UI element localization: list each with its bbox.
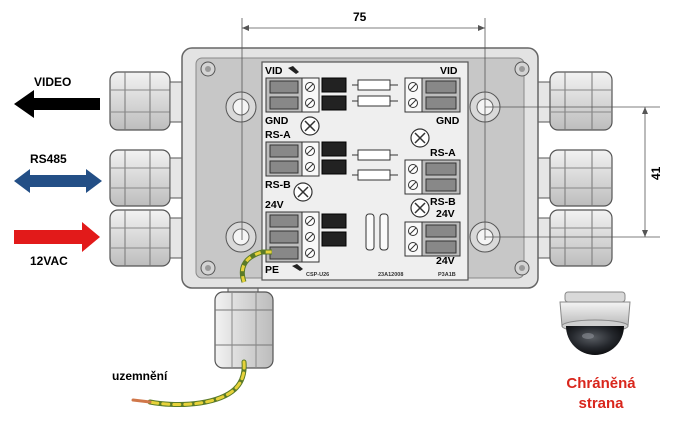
bottom-cable-gland (214, 275, 274, 369)
camera-caption-line2: strana (578, 395, 624, 412)
board-code-middle: 23A12008 (378, 272, 403, 278)
cable-gland-video (109, 71, 193, 131)
pcb-label-rs-a-left: RS-A (265, 129, 291, 141)
pcb-label-vid-right: VID (440, 65, 458, 77)
power-label: 12VAC (30, 254, 68, 268)
rs485-arrow (14, 169, 102, 193)
left-cable-glands (109, 71, 193, 267)
ground-wire (131, 359, 247, 408)
dimension-width (241, 18, 486, 240)
wrench-icon (288, 66, 303, 271)
dome-camera-icon (559, 291, 631, 355)
pcb-label-24v-right-top: 24V (436, 208, 455, 220)
left-terminal-blocks (265, 77, 320, 263)
dimension-height-label: 41 (649, 166, 663, 180)
board-code-right: P3A1B (438, 272, 456, 278)
pcb-label-vid-left: VID (265, 65, 283, 77)
screw-icon (410, 128, 430, 148)
right-terminal-blocks (404, 77, 461, 257)
screw-icon (293, 182, 313, 202)
board-code-left: CSP-U26 (306, 272, 329, 278)
video-arrow (14, 90, 100, 118)
cable-gland-right-bottom (527, 209, 613, 267)
video-label: VIDEO (34, 75, 71, 89)
pcb-label-gnd-right: GND (436, 115, 460, 127)
power-arrow (14, 222, 100, 252)
internal-ground-wire (239, 249, 272, 283)
pcb-label-gnd-left: GND (265, 115, 289, 127)
dimension-height (485, 106, 660, 238)
cable-gland-power (109, 209, 193, 267)
pcb-label-pe: PE (265, 264, 279, 276)
cable-gland-right-top (527, 71, 613, 131)
pcb-label-24v-left: 24V (265, 199, 284, 211)
screw-icon (300, 116, 320, 136)
pcb-screws (293, 116, 430, 218)
screw-icon (410, 198, 430, 218)
camera-caption-line1: Chráněná (566, 375, 636, 392)
cable-gland-right-middle (527, 149, 613, 207)
pcb-label-rs-a-right: RS-A (430, 147, 456, 159)
cable-gland-rs485 (109, 149, 193, 207)
rs485-label: RS485 (30, 152, 67, 166)
pcb-label-24v-right-bottom: 24V (436, 255, 455, 267)
pcb-components (321, 77, 398, 251)
ground-label: uzemnění (112, 369, 168, 383)
dimension-width-label: 75 (353, 10, 367, 24)
pcb-label-rs-b-left: RS-B (265, 179, 291, 191)
pcb-label-rs-b-right: RS-B (430, 196, 456, 208)
